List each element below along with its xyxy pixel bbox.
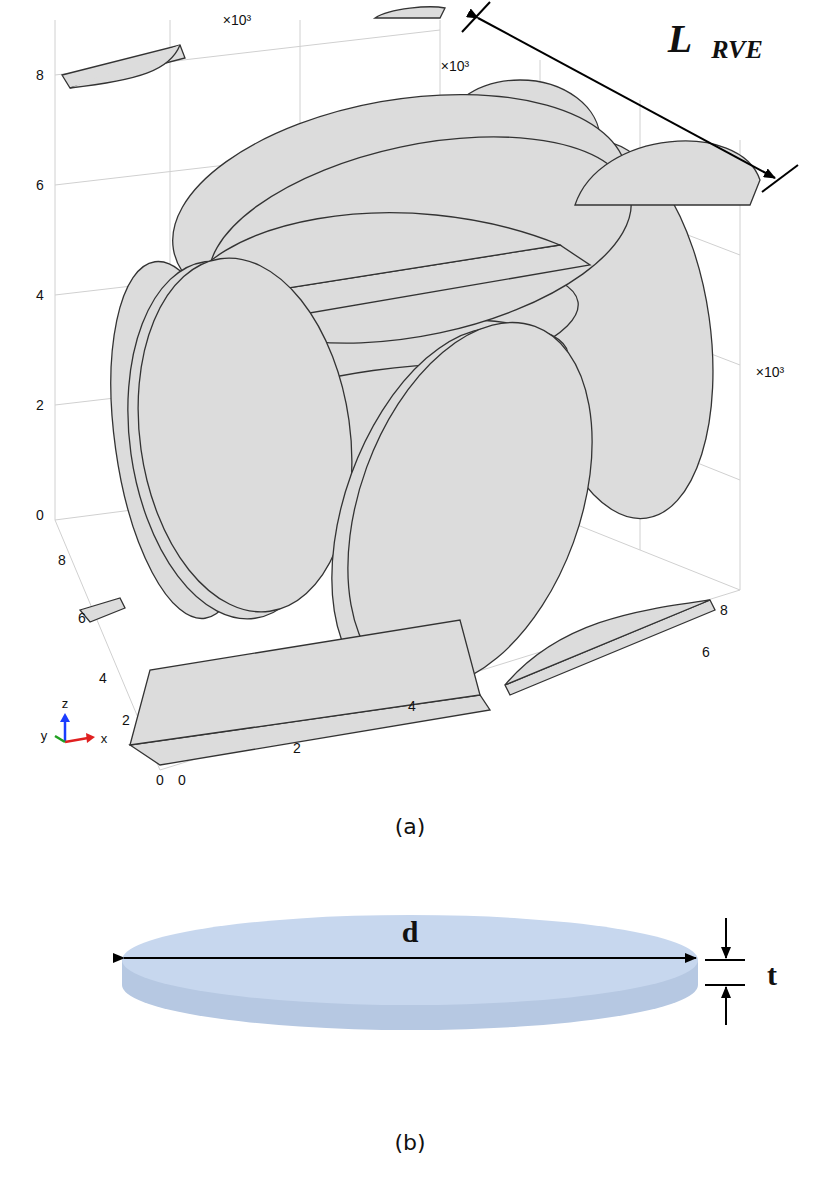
- axis-multiplier: ×10³: [441, 58, 469, 74]
- x-tick: 8: [720, 602, 728, 618]
- dimension-label: t: [767, 958, 777, 992]
- x-tick: 6: [702, 644, 710, 660]
- x-tick: 0: [178, 772, 186, 788]
- axis-letter: z: [62, 696, 69, 711]
- z-tick: 6: [36, 177, 44, 193]
- x-tick: 2: [293, 740, 301, 756]
- subfigure-label: (b): [394, 1130, 425, 1155]
- dimension-lines: [124, 918, 745, 1025]
- subfigure-label: (a): [395, 814, 426, 839]
- y-tick: 0: [156, 772, 164, 788]
- dimension-subscript: RVE: [711, 35, 763, 65]
- y-tick: 8: [58, 552, 66, 568]
- rve-dimension: [462, 2, 798, 192]
- z-tick: 8: [36, 67, 44, 83]
- dimension-label: d: [402, 915, 419, 949]
- y-tick: 6: [78, 610, 86, 626]
- single-disk: [122, 915, 698, 1030]
- x-tick: 4: [408, 698, 416, 714]
- z-tick: 4: [36, 287, 44, 303]
- z-tick: 2: [36, 397, 44, 413]
- axis-multiplier: ×10³: [223, 12, 251, 28]
- z-tick: 0: [36, 507, 44, 523]
- axis-letter: x: [101, 731, 108, 746]
- axis-triad: [55, 713, 95, 743]
- y-tick: 4: [99, 670, 107, 686]
- disk-particles: [62, 7, 760, 765]
- dimension-symbol: L: [668, 15, 692, 62]
- axis-grid: [55, 20, 740, 770]
- axis-multiplier: ×10³: [756, 364, 784, 380]
- y-tick: 2: [122, 712, 130, 728]
- axis-letter: y: [41, 728, 48, 743]
